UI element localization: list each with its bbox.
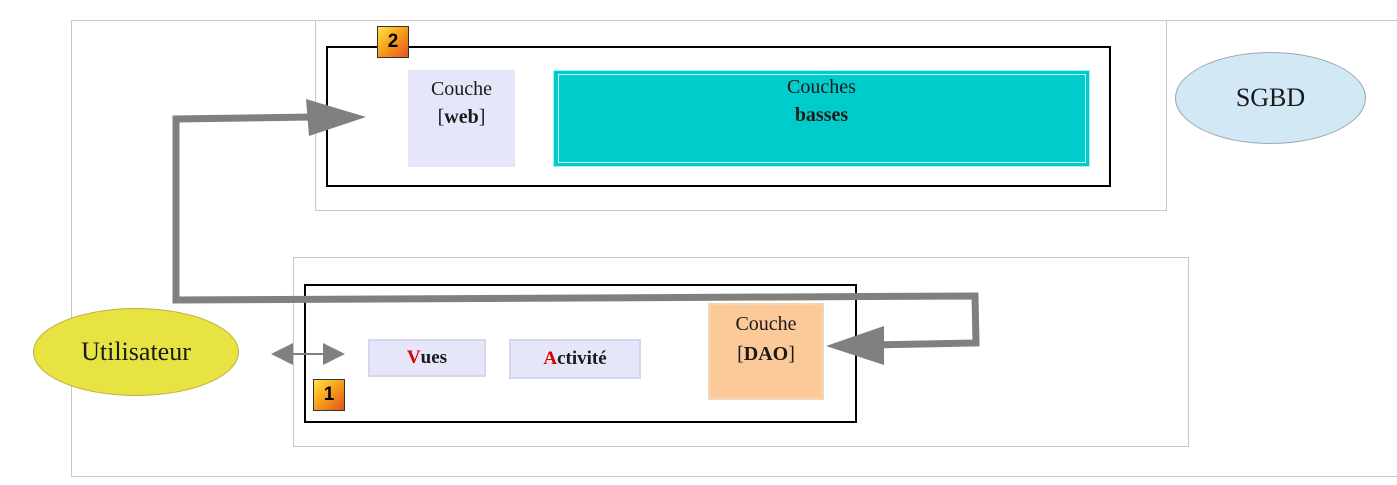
dao-layer-label: Couche — [735, 313, 797, 335]
views-rest: ues — [420, 347, 448, 368]
user-views-arrow-head-left — [271, 343, 293, 365]
low-layers-inner-border — [558, 74, 1086, 163]
low-layers-label: Couches — [787, 76, 856, 98]
low-layers-text: Couches basses — [553, 73, 1090, 129]
activity-rest: ctivité — [557, 348, 607, 369]
web-layer-label: Couche — [430, 78, 493, 100]
dao-layer-name: [DAO] — [737, 343, 795, 365]
arrow-head-to-dao — [826, 326, 884, 365]
low-layers-name: basses — [794, 104, 849, 126]
sgbd-node: SGBD — [1175, 52, 1366, 144]
user-node: Utilisateur — [33, 308, 239, 396]
step-badge-2: 2 — [377, 26, 409, 58]
user-views-arrow-head-right — [323, 343, 345, 365]
low-layers-box — [553, 70, 1090, 167]
web-layer-name: [web] — [437, 106, 486, 128]
web-layer-box: Couche [web] — [408, 70, 515, 167]
step-badge-1: 1 — [313, 379, 345, 411]
arrow-head-to-web — [306, 99, 366, 136]
dao-layer-box: Couche [DAO] — [708, 303, 824, 400]
loop-arrow-line — [172, 113, 980, 349]
activity-initial: A — [543, 348, 558, 369]
android-client-frame — [293, 257, 1189, 447]
views-initial: V — [406, 347, 421, 368]
